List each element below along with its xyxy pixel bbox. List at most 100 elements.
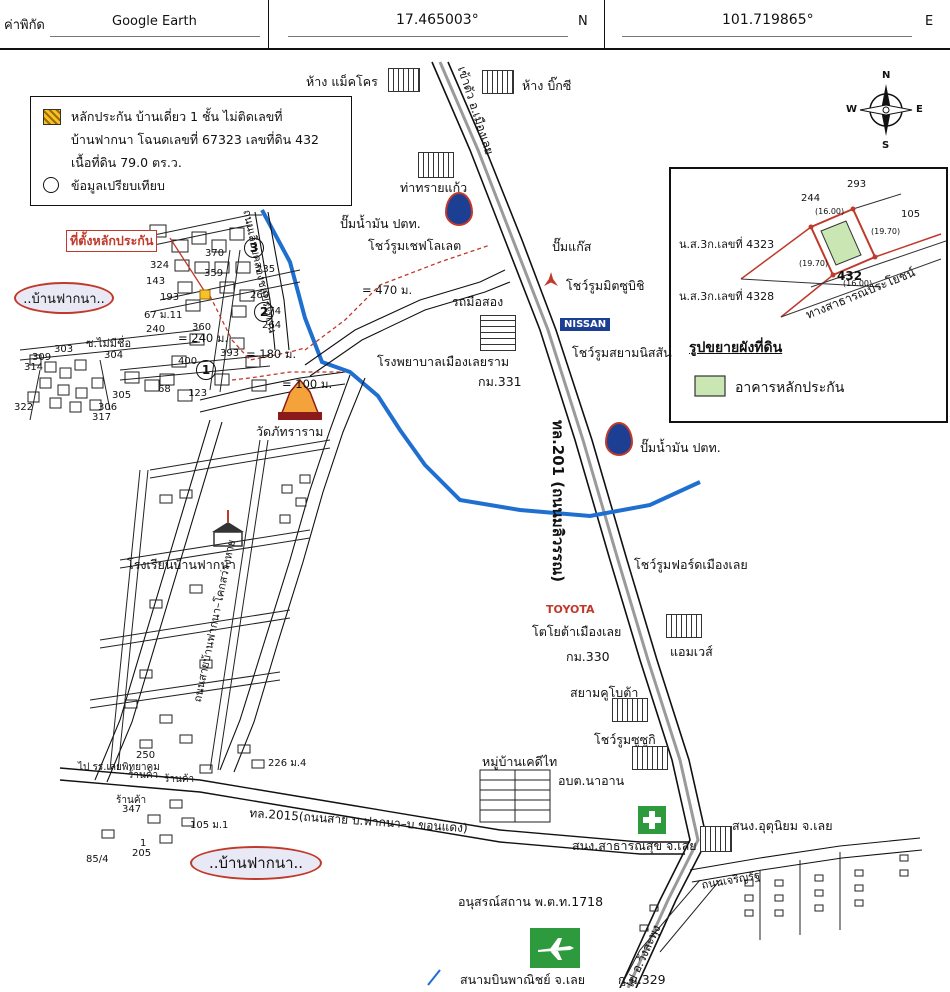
parcel-250: 250 (136, 750, 156, 761)
parcel-174: 174 (262, 306, 282, 317)
highway-201 (431, 61, 708, 988)
tha-sai-icon (418, 152, 454, 178)
collateral-swatch-icon (43, 109, 61, 125)
school-icon (212, 510, 244, 547)
parcel-105: 105 ม.1 (190, 820, 229, 831)
road-hwy201: ทล.201 (ถนนมลิวรรณ) (549, 420, 567, 583)
collateral-pin-line (169, 237, 206, 293)
header-cell-lat (268, 0, 605, 48)
compass-rose-icon (859, 84, 913, 136)
parcel-85-4: 85/4 (86, 854, 109, 865)
plot-number: 432 (837, 269, 863, 283)
se-streets (619, 852, 841, 988)
land-plan-inset: 244 293 105 (16.00) (19.70) (19.70) (16.… (669, 167, 948, 423)
label-amway: แอมเวส์ (670, 644, 713, 659)
dim-right: (19.70) (871, 227, 901, 236)
legend-comparable: ข้อมูลเปรียบเทียบ (71, 178, 165, 193)
neighbor-293: 293 (847, 179, 867, 190)
isuzu-icon (632, 746, 668, 770)
label-meteo: สนง.อุตุนิยม จ.เลย (732, 818, 833, 833)
parcel-240: 240 (146, 324, 166, 335)
label-km329: ก.ม.329 (618, 972, 666, 987)
airport-icon (530, 928, 580, 968)
parcel-264: 264 (262, 320, 282, 331)
parcel-123: 123 (188, 388, 208, 399)
label-temple: วัดภัทราราม (256, 424, 324, 439)
parcel-309: 309 (32, 352, 52, 363)
dim-left: (19.70) (799, 259, 829, 268)
coordinate-header: ค่าพิกัด Google Earth 17.465003° N 101.7… (0, 0, 950, 50)
compass-e: E (916, 104, 923, 115)
land-plan-drawing (694, 193, 946, 397)
parcel-400: 400 (178, 356, 198, 367)
village-blocks (27, 224, 267, 413)
parcel-305: 305 (112, 390, 132, 401)
collateral-location-label: ที่ตั้งหลักประกัน (66, 230, 158, 252)
legend-collateral-line1: หลักประกัน บ้านเดี่ยว 1 ชั้น ไม่ติดเลขที… (71, 109, 283, 124)
parcel-260: 260 (250, 290, 270, 301)
coordinate-source: Google Earth (112, 14, 197, 29)
label-kubota: สยามคูโบต้า (570, 685, 639, 700)
label-hospital: โรงพยาบาลเมืองเลยราม (377, 354, 510, 369)
label-monument: อนุสรณ์สถาน พ.ต.ท.1718 (458, 894, 604, 909)
parcel-67: 67 ม.11 (144, 310, 183, 321)
distance-470: = 470 ม. (362, 283, 413, 297)
distance-180: = 180 ม. (246, 347, 297, 361)
compass-n: N (882, 70, 891, 81)
se-blocks (639, 854, 909, 932)
deed-4323: น.ส.3ก.เลขที่ 4323 (679, 238, 775, 251)
bigc-icon (482, 70, 514, 94)
nissan-logo: NISSAN (560, 318, 611, 331)
label-airport: สนามบินพาณิชย์ จ.เลย (460, 972, 586, 987)
parcel-306: 306 (98, 402, 118, 413)
road-alley: ซ.ไม่มีชื่อ (86, 337, 132, 350)
legend-box: หลักประกัน บ้านเดี่ยว 1 ชั้น ไม่ติดเลขที… (30, 96, 352, 206)
map-canvas (19, 61, 923, 988)
label-tha-sai-kaeo: ท่าทรายแก้ว (400, 180, 468, 195)
parcel-304: 304 (104, 350, 124, 361)
label-toyota: โตโยต้าเมืองเลย (532, 624, 622, 639)
label-village: หมู่บ้านเคดีไท (482, 754, 558, 769)
parcel-193: 193 (160, 292, 180, 303)
dim-bottom: (16.00) (843, 279, 873, 288)
compass-rose: N S W E (846, 70, 923, 151)
parcel-359: 359 (204, 268, 224, 279)
neighbor-105: 105 (901, 209, 921, 220)
parcel-68: 68 (158, 384, 171, 395)
parcel-370: 370 (205, 248, 225, 259)
village-kd-block (479, 769, 551, 823)
parcel-324: 324 (150, 260, 170, 271)
parcel-314: 314 (24, 362, 44, 373)
banfakna-top-oval: ..บ้านฟากนา.. (14, 282, 114, 314)
parcel-226: 226 ม.4 (268, 758, 307, 769)
parcel-303: 303 (54, 344, 74, 355)
temple-icon (278, 378, 322, 420)
shop-1: ร้านค้า (128, 770, 159, 781)
parcel-360: 360 (192, 322, 212, 333)
longitude-hemisphere: E (925, 14, 934, 29)
latitude-hemisphere: N (578, 14, 588, 29)
label-health: สนง.สาธารณสุข จ.เลย (572, 838, 697, 853)
legend-collateral-line3: เนื้อที่ดิน 79.0 ตร.ว. (71, 155, 182, 170)
parcel-322: 322 (14, 402, 34, 413)
label-gas: ปั๊มแก๊ส (552, 239, 592, 254)
distance-lines (209, 244, 491, 381)
label-ptt-2: ปั๊มน้ำมัน ปตท. (640, 440, 721, 455)
compass-w: W (846, 104, 858, 115)
parcel-317: 317 (92, 412, 112, 423)
banfakna-bottom-oval: ..บ้านฟากนา.. (190, 846, 322, 880)
compass-s: S (882, 140, 890, 151)
makro-icon (388, 68, 420, 92)
ptt-icon-2 (605, 422, 633, 456)
south-blocks (89, 439, 331, 844)
label-bigc: ห้าง บิ๊กซี (522, 78, 572, 93)
shop-3: ร้านค้า (116, 795, 147, 806)
highway-201-median (438, 61, 700, 988)
kubota-icon (612, 698, 648, 722)
parcel-205: 205 (132, 848, 152, 859)
comparable-2: 2 (254, 302, 274, 322)
parcel-235: 235 (256, 264, 276, 275)
legend-collateral-line2: บ้านฟากนา โฉนดเลขที่ 67323 เลขที่ดิน 432 (71, 132, 320, 147)
meteo-icon (700, 826, 732, 852)
label-km331: กม.331 (478, 374, 522, 389)
